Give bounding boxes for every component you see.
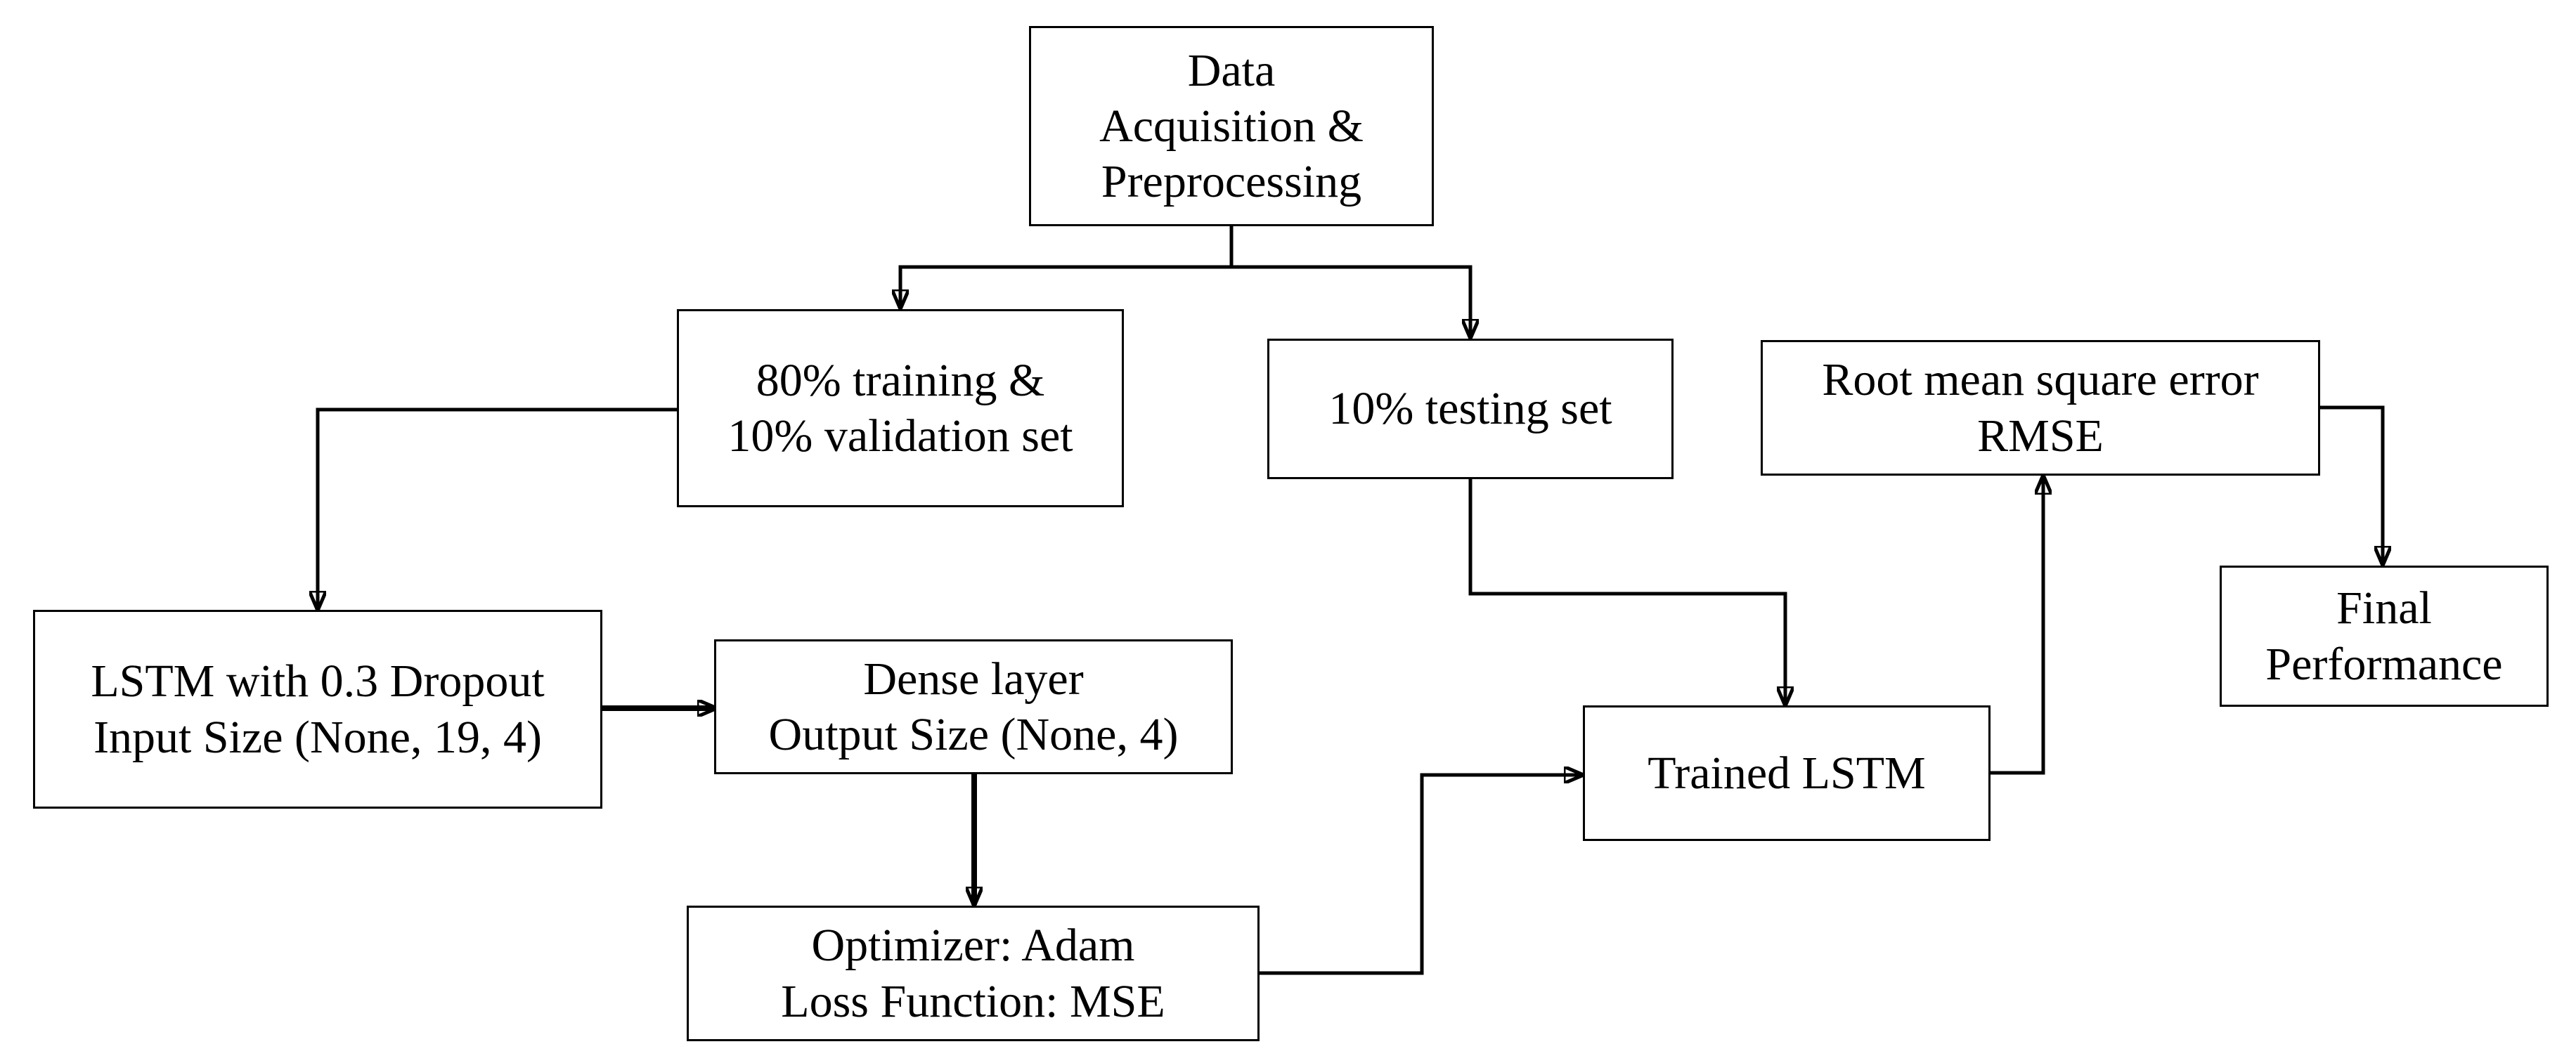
edge-testing-to-trained-lstm (1468, 479, 1785, 705)
final-performance-line-2: Performance (2265, 638, 2503, 690)
optimizer-line-1: Optimizer: Adam (811, 920, 1135, 972)
train-validation-line-1: 80% training & (756, 354, 1045, 406)
edge-train-val-to-lstm (318, 407, 678, 609)
rmse-line-1: Root mean square error (1822, 354, 2259, 406)
data-acquisition-line-2: Acquisition & (1099, 100, 1364, 152)
rmse-box: Root mean square error RMSE (1761, 340, 2320, 476)
final-performance-box: Final Performance (2220, 566, 2549, 707)
testing-set-box: 10% testing set (1267, 339, 1674, 479)
edge-trained-lstm-to-rmse (1989, 476, 2043, 775)
train-validation-box: 80% training & 10% validation set (677, 309, 1124, 507)
train-validation-line-2: 10% validation set (727, 410, 1073, 462)
edge-acquisition-to-train-val (900, 226, 1234, 308)
optimizer-box: Optimizer: Adam Loss Function: MSE (687, 906, 1260, 1041)
dense-layer-line-1: Dense layer (863, 653, 1084, 705)
data-acquisition-line-3: Preprocessing (1101, 156, 1362, 208)
dense-layer-box: Dense layer Output Size (None, 4) (714, 639, 1233, 774)
data-acquisition-line-1: Data (1187, 44, 1276, 96)
lstm-line-1: LSTM with 0.3 Dropout (91, 656, 545, 707)
final-performance-line-1: Final (2336, 582, 2432, 634)
edge-optimizer-to-trained-lstm (1258, 775, 1582, 975)
edge-rmse-to-final-performance (2319, 405, 2383, 564)
edge-acquisition-to-testing (1231, 265, 1470, 337)
trained-lstm-box: Trained LSTM (1583, 705, 1991, 841)
lstm-box: LSTM with 0.3 Dropout Input Size (None, … (33, 610, 602, 809)
testing-set-line-1: 10% testing set (1328, 383, 1612, 435)
rmse-line-2: RMSE (1977, 410, 2104, 462)
data-acquisition-box: Data Acquisition & Preprocessing (1029, 26, 1434, 226)
optimizer-line-2: Loss Function: MSE (781, 975, 1165, 1027)
lstm-line-2: Input Size (None, 19, 4) (93, 711, 542, 763)
dense-layer-line-2: Output Size (None, 4) (768, 709, 1179, 760)
trained-lstm-line-1: Trained LSTM (1648, 747, 1926, 799)
